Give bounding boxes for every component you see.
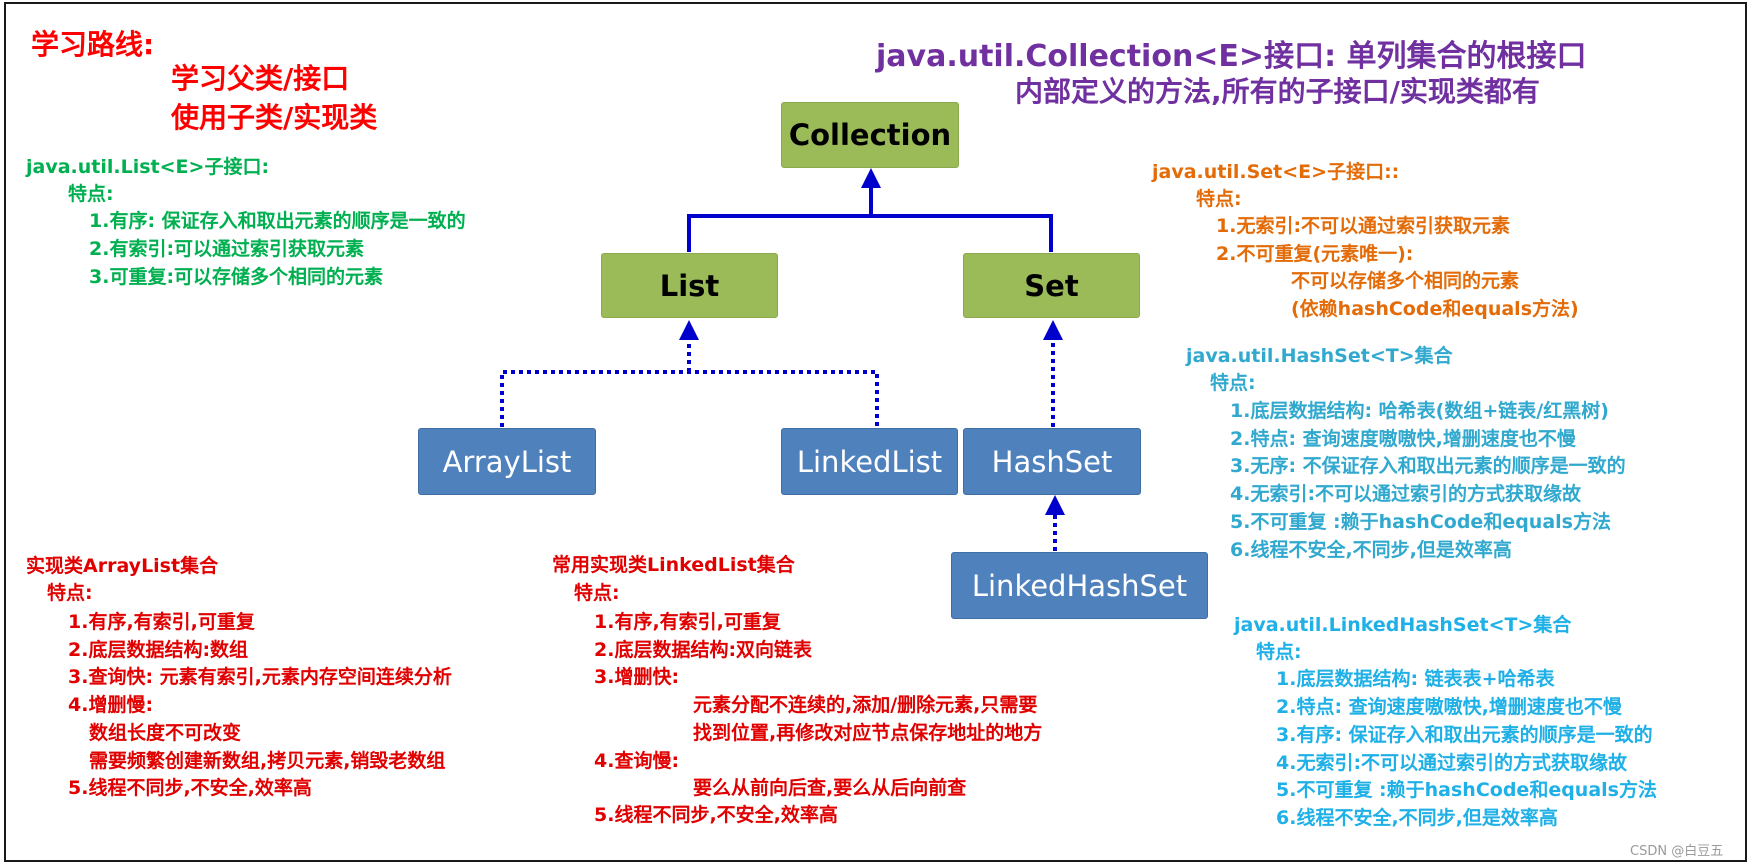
arraylist-note-sub: 特点:	[47, 582, 93, 604]
set-note-sub: 特点:	[1196, 188, 1242, 210]
list-note-sub: 特点:	[68, 183, 114, 205]
arraylist-note-item: 2.底层数据结构:数组	[68, 639, 249, 661]
hashset-note-item: 1.底层数据结构: 哈希表(数组+链表/红黑树)	[1230, 400, 1609, 422]
arraylist-note-item: 4.增删慢:	[68, 694, 154, 716]
list-note-item: 1.有序: 保证存入和取出元素的顺序是一致的	[89, 210, 466, 232]
linkedlist-note-item: 要么从前向后查,要么从后向前查	[693, 777, 967, 799]
hashset-note-item: 5.不可重复 :赖于hashCode和equals方法	[1230, 511, 1611, 533]
linkedlist-note-item: 4.查询慢:	[594, 750, 680, 772]
node-set: Set	[963, 253, 1140, 318]
linkedlist-note-item: 2.底层数据结构:双向链表	[594, 639, 813, 661]
arraylist-note-title: 实现类ArrayList集合	[26, 555, 219, 577]
linkedlist-note-item: 5.线程不同步,不安全,效率高	[594, 804, 838, 826]
linkedlist-note-item: 元素分配不连续的,添加/删除元素,只需要	[693, 694, 1038, 716]
route-line2: 使用子类/实现类	[171, 101, 378, 134]
linkedhashset-note-item: 2.特点: 查询速度嗷嗷快,增删速度也不慢	[1276, 696, 1622, 718]
edge-arraylist-linkedlist-to-list	[500, 320, 879, 427]
route-title: 学习路线:	[31, 28, 155, 61]
hashset-note-item: 6.线程不安全,不同步,但是效率高	[1230, 539, 1512, 561]
hashset-note-item: 3.无序: 不保证存入和取出元素的顺序是一致的	[1230, 455, 1626, 477]
set-note-item: 2.不可重复(元素唯一):	[1216, 243, 1414, 265]
list-note-item: 2.有索引:可以通过索引获取元素	[89, 238, 365, 260]
diagram-frame	[4, 2, 1747, 862]
node-collection: Collection	[781, 102, 959, 168]
route-line1: 学习父类/接口	[171, 62, 350, 95]
hashset-note-sub: 特点:	[1210, 372, 1256, 394]
collection-note-line2: 内部定义的方法,所有的子接口/实现类都有	[1015, 75, 1540, 108]
watermark: CSDN @白豆五	[1630, 844, 1724, 859]
hashset-note-item: 2.特点: 查询速度嗷嗷快,增删速度也不慢	[1230, 428, 1576, 450]
set-note-item: 不可以存储多个相同的元素	[1291, 270, 1520, 292]
linkedlist-note-item: 1.有序,有索引,可重复	[594, 611, 781, 633]
arraylist-note-item: 1.有序,有索引,可重复	[68, 611, 255, 633]
linkedlist-note-title: 常用实现类LinkedList集合	[552, 554, 795, 576]
linkedhashset-note-title: java.util.LinkedHashSet<T>集合	[1234, 614, 1572, 636]
collection-note-line1: java.util.Collection<E>接口: 单列集合的根接口	[876, 39, 1587, 74]
list-note-title: java.util.List<E>子接口:	[26, 156, 270, 178]
set-note-item: (依赖hashCode和equals方法)	[1291, 298, 1579, 320]
edge-list-set-to-collection	[687, 168, 1053, 252]
arraylist-note-item: 5.线程不同步,不安全,效率高	[68, 777, 312, 799]
linkedhashset-note-item: 5.不可重复 :赖于hashCode和equals方法	[1276, 779, 1657, 801]
node-linkedlist: LinkedList	[781, 428, 958, 495]
linkedhashset-note-item: 3.有序: 保证存入和取出元素的顺序是一致的	[1276, 724, 1653, 746]
arraylist-note-item: 3.查询快: 元素有索引,元素内存空间连续分析	[68, 666, 452, 688]
arraylist-note-item: 需要频繁创建新数组,拷贝元素,销毁老数组	[89, 750, 446, 772]
node-list: List	[601, 253, 778, 318]
linkedlist-note-item: 找到位置,再修改对应节点保存地址的地方	[693, 722, 1043, 744]
linkedlist-note-item: 3.增删快:	[594, 666, 680, 688]
hashset-note-title: java.util.HashSet<T>集合	[1186, 345, 1453, 367]
set-note-item: 1.无索引:不可以通过索引获取元素	[1216, 215, 1511, 237]
hashset-note-item: 4.无索引:不可以通过索引的方式获取缘故	[1230, 483, 1582, 505]
set-note-title: java.util.Set<E>子接口::	[1152, 161, 1400, 183]
arraylist-note-item: 数组长度不可改变	[89, 722, 242, 744]
linkedlist-note-sub: 特点:	[574, 582, 620, 604]
node-arraylist: ArrayList	[418, 428, 596, 495]
linkedhashset-note-item: 6.线程不安全,不同步,但是效率高	[1276, 807, 1558, 829]
list-note-item: 3.可重复:可以存储多个相同的元素	[89, 266, 384, 288]
node-hashset: HashSet	[963, 428, 1141, 495]
linkedhashset-note-sub: 特点:	[1256, 641, 1302, 663]
node-linkedhashset: LinkedHashSet	[951, 552, 1208, 619]
linkedhashset-note-item: 1.底层数据结构: 链表表+哈希表	[1276, 668, 1555, 690]
linkedhashset-note-item: 4.无索引:不可以通过索引的方式获取缘故	[1276, 752, 1628, 774]
